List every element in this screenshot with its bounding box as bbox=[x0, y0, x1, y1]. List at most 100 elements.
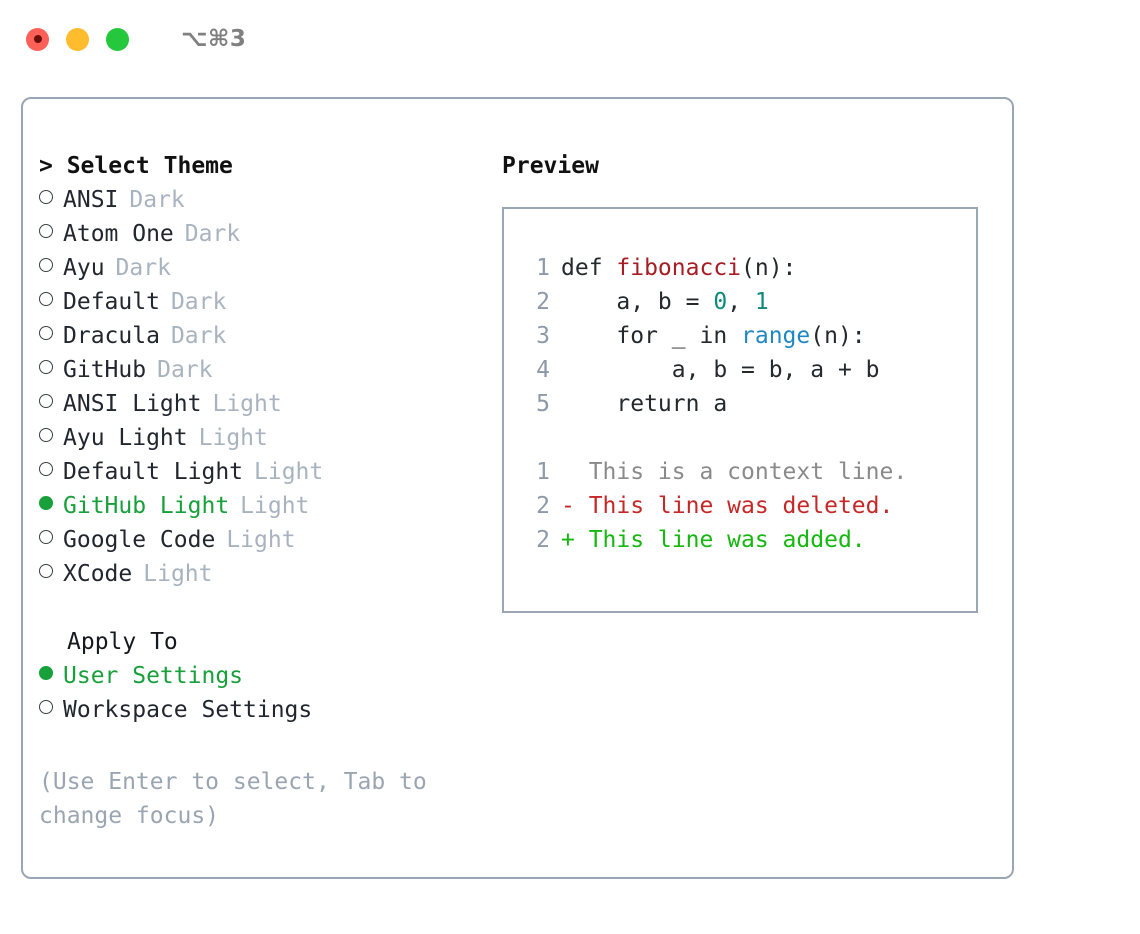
theme-option-7[interactable]: Ayu Light Light bbox=[39, 421, 479, 455]
theme-option-kind-badge: Light bbox=[226, 527, 296, 553]
maximize-window-button[interactable] bbox=[106, 27, 129, 51]
theme-option-label: Default Light bbox=[63, 459, 244, 485]
code-text: def fibonacci(n): bbox=[561, 251, 796, 285]
theme-option-10[interactable]: Google Code Light bbox=[39, 523, 479, 557]
code-text: This is a context line. bbox=[561, 455, 908, 489]
theme-option-kind-badge: Light bbox=[198, 425, 268, 451]
radio-unselected-icon[interactable] bbox=[39, 462, 53, 476]
preview-header: Preview bbox=[502, 153, 599, 179]
token-num: 0 bbox=[713, 289, 728, 315]
theme-option-kind-badge: Light bbox=[143, 561, 213, 587]
code-line-1: 2 a, b = 0, 1 bbox=[504, 285, 976, 319]
token-plain: def bbox=[561, 255, 617, 281]
token-plain: (n): bbox=[741, 255, 797, 281]
radio-unselected-icon[interactable] bbox=[39, 326, 53, 340]
theme-option-kind-badge: Dark bbox=[157, 357, 213, 383]
token-plain: for _ in bbox=[561, 323, 742, 349]
theme-option-9[interactable]: GitHub Light Light bbox=[39, 489, 479, 523]
title-bar: ⌥⌘3 bbox=[0, 0, 1140, 78]
apply-option-label: User Settings bbox=[63, 663, 244, 689]
theme-option-label: Dracula bbox=[63, 323, 160, 349]
token-plain: (n): bbox=[810, 323, 866, 349]
apply-option-1[interactable]: Workspace Settings bbox=[39, 693, 479, 727]
token-plain: a, b = bbox=[561, 289, 714, 315]
radio-unselected-icon[interactable] bbox=[39, 224, 53, 238]
theme-option-label: GitHub bbox=[63, 357, 147, 383]
theme-option-5[interactable]: GitHub Dark bbox=[39, 353, 479, 387]
radio-unselected-icon[interactable] bbox=[39, 700, 53, 714]
radio-unselected-icon[interactable] bbox=[39, 292, 53, 306]
radio-unselected-icon[interactable] bbox=[39, 360, 53, 374]
radio-unselected-icon[interactable] bbox=[39, 564, 53, 578]
radio-unselected-icon[interactable] bbox=[39, 394, 53, 408]
theme-option-kind-badge: Light bbox=[254, 459, 324, 485]
theme-option-2[interactable]: Ayu Dark bbox=[39, 251, 479, 285]
theme-option-label: Ayu Light bbox=[63, 425, 188, 451]
code-text: a, b = 0, 1 bbox=[561, 285, 769, 319]
line-number: 2 bbox=[536, 493, 550, 519]
theme-option-kind-badge: Dark bbox=[170, 289, 227, 315]
theme-option-label: XCode bbox=[63, 561, 133, 587]
token-plain: a, b = b, a + b bbox=[561, 357, 880, 383]
apply-option-0[interactable]: User Settings bbox=[39, 659, 479, 693]
line-number: 1 bbox=[536, 459, 550, 485]
keyboard-hint-text: (Use Enter to select, Tab to change focu… bbox=[39, 769, 441, 829]
select-theme-header: > Select Theme bbox=[39, 153, 233, 179]
theme-option-8[interactable]: Default Light Light bbox=[39, 455, 479, 489]
theme-option-label: ANSI Light bbox=[63, 391, 202, 417]
token-del: - This line was deleted. bbox=[561, 493, 894, 519]
theme-option-label: Atom One bbox=[63, 221, 174, 247]
token-ctx: This is a context line. bbox=[561, 459, 908, 485]
line-number: 2 bbox=[536, 527, 550, 553]
apply-option-label: Workspace Settings bbox=[63, 697, 313, 723]
token-plain: return a bbox=[561, 391, 728, 417]
code-line-4: 5 return a bbox=[504, 387, 976, 421]
traffic-light-group bbox=[26, 27, 129, 51]
keyboard-shortcut-label: ⌥⌘3 bbox=[181, 26, 247, 52]
line-number: 2 bbox=[536, 289, 550, 315]
apply-to-header: Apply To bbox=[67, 629, 178, 655]
token-add: + This line was added. bbox=[561, 527, 866, 553]
token-plain: , bbox=[727, 289, 755, 315]
theme-option-0[interactable]: ANSI Dark bbox=[39, 183, 479, 217]
theme-option-label: Ayu bbox=[63, 255, 105, 281]
radio-unselected-icon[interactable] bbox=[39, 428, 53, 442]
token-func: fibonacci bbox=[616, 255, 742, 281]
radio-selected-icon[interactable] bbox=[39, 666, 53, 680]
code-line-2: 3 for _ in range(n): bbox=[504, 319, 976, 353]
theme-option-label: Google Code bbox=[63, 527, 216, 553]
theme-option-label: ANSI bbox=[63, 187, 119, 213]
code-text: - This line was deleted. bbox=[561, 489, 893, 523]
theme-option-label: GitHub Light bbox=[63, 493, 230, 519]
theme-option-11[interactable]: XCode Light bbox=[39, 557, 479, 591]
theme-option-6[interactable]: ANSI Light Light bbox=[39, 387, 479, 421]
token-builtin: range bbox=[741, 323, 811, 349]
theme-option-kind-badge: Dark bbox=[129, 187, 185, 213]
radio-unselected-icon[interactable] bbox=[39, 530, 53, 544]
code-text: for _ in range(n): bbox=[561, 319, 866, 353]
theme-option-kind-badge: Light bbox=[212, 391, 282, 417]
diff-line-0: 1 This is a context line. bbox=[504, 455, 976, 489]
code-text: return a bbox=[561, 387, 727, 421]
radio-unselected-icon[interactable] bbox=[39, 190, 53, 204]
radio-unselected-icon[interactable] bbox=[39, 258, 53, 272]
diff-line-2: 2 + This line was added. bbox=[504, 523, 976, 557]
line-number: 5 bbox=[536, 391, 550, 417]
close-window-button[interactable] bbox=[26, 27, 49, 51]
theme-option-kind-badge: Light bbox=[240, 493, 310, 519]
minimize-window-button[interactable] bbox=[66, 27, 89, 51]
radio-selected-icon[interactable] bbox=[39, 496, 53, 510]
theme-option-kind-badge: Dark bbox=[115, 255, 171, 281]
token-num: 1 bbox=[754, 289, 769, 315]
